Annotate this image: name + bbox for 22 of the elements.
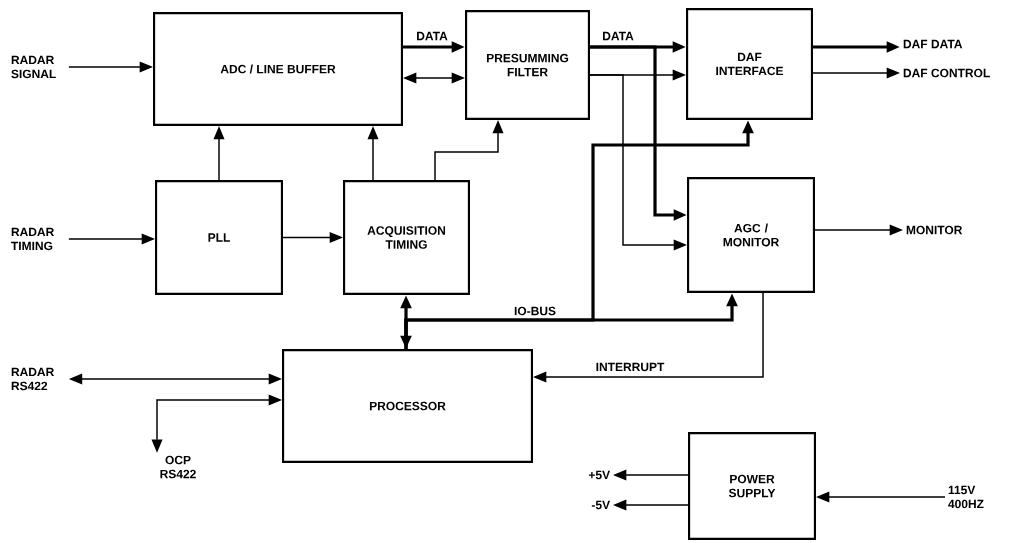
edge-label: IO-BUS xyxy=(512,305,558,317)
block-box: AGC / MONITOR xyxy=(687,177,815,293)
edge-label: INTERRUPT xyxy=(594,361,666,373)
signal-label: DAF CONTROL xyxy=(903,68,990,78)
signal-label: +5V xyxy=(588,470,610,480)
signal-label: -5V xyxy=(591,500,610,510)
signal-label: MONITOR xyxy=(906,225,963,235)
signal-label: RADAR SIGNAL xyxy=(11,55,56,79)
edge-label: DATA xyxy=(600,30,636,42)
block-box: PRESUMMING FILTER xyxy=(465,10,590,120)
block-box: ADC / LINE BUFFER xyxy=(153,12,403,126)
block-box: PLL xyxy=(155,180,283,295)
block-box: ACQUISITION TIMING xyxy=(343,180,470,295)
block-box: DAF INTERFACE xyxy=(686,8,813,120)
signal-label: RADAR TIMING xyxy=(11,227,54,251)
edge-label: DATA xyxy=(414,30,450,42)
signal-label: RADAR RS422 xyxy=(11,367,54,391)
block-box: PROCESSOR xyxy=(282,349,533,463)
block-box: POWER SUPPLY xyxy=(688,432,816,540)
signal-label: OCP RS422 xyxy=(160,455,196,479)
signal-label: DAF DATA xyxy=(903,39,963,49)
signal-label: 115V 400HZ xyxy=(948,485,984,509)
